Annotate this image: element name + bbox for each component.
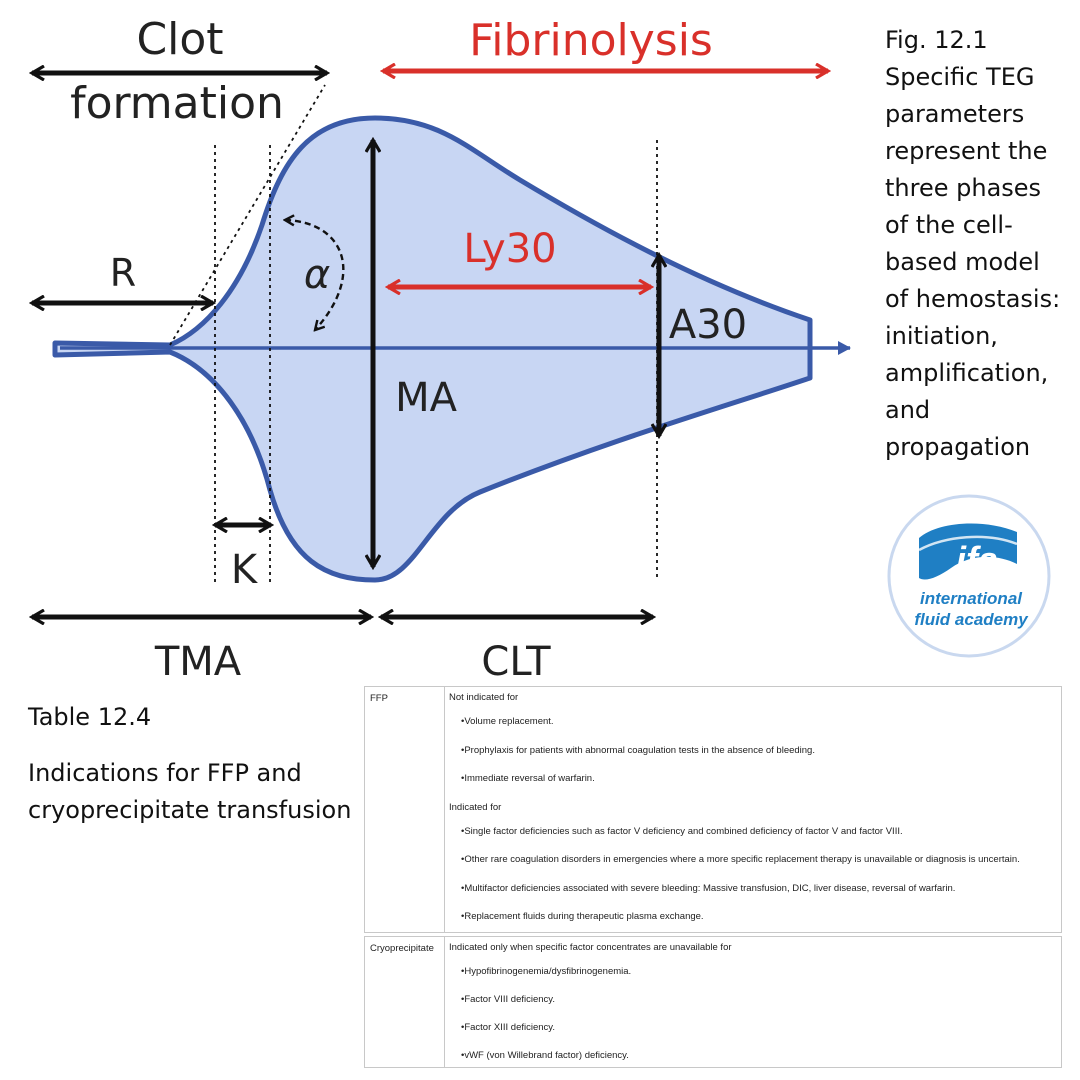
teg-diagram: Clot formation Fibrinolysis R α MA Ly30 … xyxy=(0,14,851,685)
logo-line1: international xyxy=(920,589,1023,608)
caption-line: represent the xyxy=(885,137,1048,165)
ffp-row: FFP Not indicated for Volume replacement… xyxy=(364,686,1062,933)
list-item: Other rare coagulation disorders in emer… xyxy=(449,854,1061,883)
r-label: R xyxy=(110,251,136,295)
caption-line: initiation, xyxy=(885,322,998,350)
list-item: Volume replacement. xyxy=(449,716,1061,745)
cryo-details: Indicated only when specific factor conc… xyxy=(445,937,1061,1067)
caption-line: propagation xyxy=(885,433,1031,461)
k-label: K xyxy=(231,547,259,593)
table-description: Indications for FFP and cryoprecipitate … xyxy=(28,755,358,829)
a30-label: A30 xyxy=(669,302,747,348)
caption-line: parameters xyxy=(885,100,1025,128)
ffp-details: Not indicated for Volume replacement. Pr… xyxy=(445,687,1061,932)
list-item: Single factor deficiencies such as facto… xyxy=(449,826,1061,855)
table-description-line: cryoprecipitate transfusion xyxy=(28,796,352,824)
caption-line: three phases xyxy=(885,174,1042,202)
clt-label: CLT xyxy=(481,639,551,685)
ifa-logo: ifa international fluid academy xyxy=(887,494,1051,658)
table-description-line: Indications for FFP and xyxy=(28,759,302,787)
list-item: Replacement fluids during therapeutic pl… xyxy=(449,911,1061,940)
caption-line: based model xyxy=(885,248,1040,276)
logo-line2: fluid academy xyxy=(914,610,1029,629)
list-item: Hypofibrinogenemia/dysfibrinogenemia. xyxy=(449,966,1061,994)
ffp-indicated-header: Indicated for xyxy=(449,801,502,813)
ly30-label: Ly30 xyxy=(463,226,556,272)
ffp-name: FFP xyxy=(365,687,445,932)
table-label: Table 12.4 xyxy=(28,703,152,731)
clot-label-line2: formation xyxy=(70,78,284,129)
list-item: Immediate reversal of warfarin. xyxy=(449,773,1061,802)
cryo-header: Indicated only when specific factor conc… xyxy=(449,942,732,953)
list-item: Factor VIII deficiency. xyxy=(449,994,1061,1022)
list-item: Multifactor deficiencies associated with… xyxy=(449,883,1061,912)
figure-caption: Fig. 12.1 Specific TEG parameters repres… xyxy=(885,22,1075,466)
ma-label: MA xyxy=(395,375,458,421)
list-item: Factor XIII deficiency. xyxy=(449,1022,1061,1050)
caption-line: Specific TEG xyxy=(885,63,1035,91)
ffp-not-indicated-header: Not indicated for xyxy=(449,692,519,703)
caption-line: amplification, xyxy=(885,359,1049,387)
list-item: Prophylaxis for patients with abnormal c… xyxy=(449,745,1061,774)
tma-label: TMA xyxy=(154,639,242,685)
caption-line: and xyxy=(885,396,931,424)
caption-line: of hemostasis: xyxy=(885,285,1061,313)
cryo-row: Cryoprecipitate Indicated only when spec… xyxy=(364,936,1062,1068)
cryo-name: Cryoprecipitate xyxy=(365,937,445,1067)
logo-mark: ifa xyxy=(956,539,998,580)
indications-table: FFP Not indicated for Volume replacement… xyxy=(364,686,1062,1071)
caption-line: of the cell- xyxy=(885,211,1013,239)
fibrinolysis-label: Fibrinolysis xyxy=(469,15,713,66)
list-item: vWF (von Willebrand factor) deficiency. xyxy=(449,1050,1061,1078)
alpha-label: α xyxy=(304,252,330,298)
caption-line: Fig. 12.1 xyxy=(885,26,988,54)
clot-label-line1: Clot xyxy=(136,14,223,65)
alpha-angle-arrow xyxy=(285,220,345,330)
